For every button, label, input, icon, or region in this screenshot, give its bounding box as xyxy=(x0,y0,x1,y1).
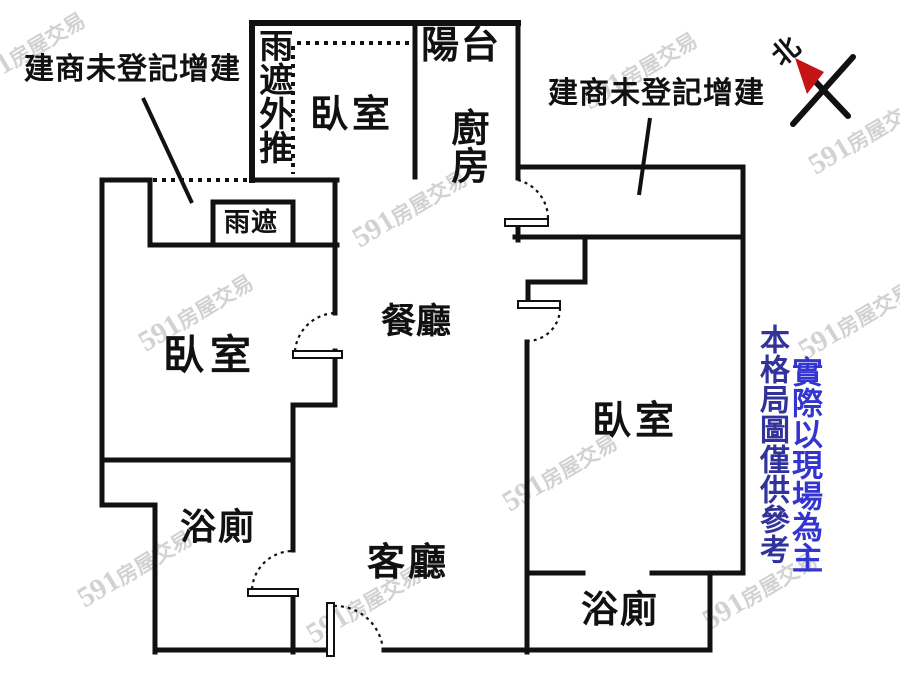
disclaimer-line-2: 實際以現場為主 xyxy=(787,356,822,573)
room-label-balcony: 陽台 xyxy=(421,25,502,67)
room-label-dining: 餐廳 xyxy=(381,302,452,341)
door-leaf xyxy=(326,602,335,657)
door-arc xyxy=(293,311,336,352)
door-leaf xyxy=(504,218,549,227)
room-label-bedroom-right: 臥室 xyxy=(592,400,679,443)
room-label-bath-left: 浴廁 xyxy=(180,507,257,547)
door-arc xyxy=(527,307,562,343)
rain-shade-box xyxy=(210,199,296,248)
door-arc xyxy=(250,549,294,590)
door-arc xyxy=(517,178,550,220)
door-leaf xyxy=(247,588,299,597)
compass-cross-line xyxy=(809,75,851,119)
room-label-bedroom-top: 臥室 xyxy=(310,94,395,136)
walls xyxy=(99,20,746,655)
disclaimer-line-1: 本格局圖僅供參考 xyxy=(755,324,788,564)
room-label-rain-shade: 雨遮 xyxy=(224,208,279,237)
leader-line-left xyxy=(141,97,194,204)
door-arcs xyxy=(250,178,562,651)
room-label-bath-right: 浴廁 xyxy=(581,590,659,631)
door-leaf xyxy=(517,300,561,309)
room-label-rain-shade-extension: 雨遮外推 xyxy=(253,28,291,164)
room-label-kitchen: 廚房 xyxy=(444,108,487,184)
door-arc xyxy=(333,604,385,651)
north-arrow-icon xyxy=(795,58,824,94)
leader-line-right xyxy=(637,117,652,196)
room-label-living: 客廳 xyxy=(367,542,450,584)
compass xyxy=(790,54,856,127)
door-leaves xyxy=(247,218,561,657)
annotation-unregistered-left: 建商未登記增建 xyxy=(24,53,241,86)
door-leaf xyxy=(292,350,343,359)
dotted-lines xyxy=(153,41,413,182)
room-label-bedroom-left: 臥室 xyxy=(163,332,257,378)
annotation-unregistered-right: 建商未登記增建 xyxy=(548,77,765,110)
